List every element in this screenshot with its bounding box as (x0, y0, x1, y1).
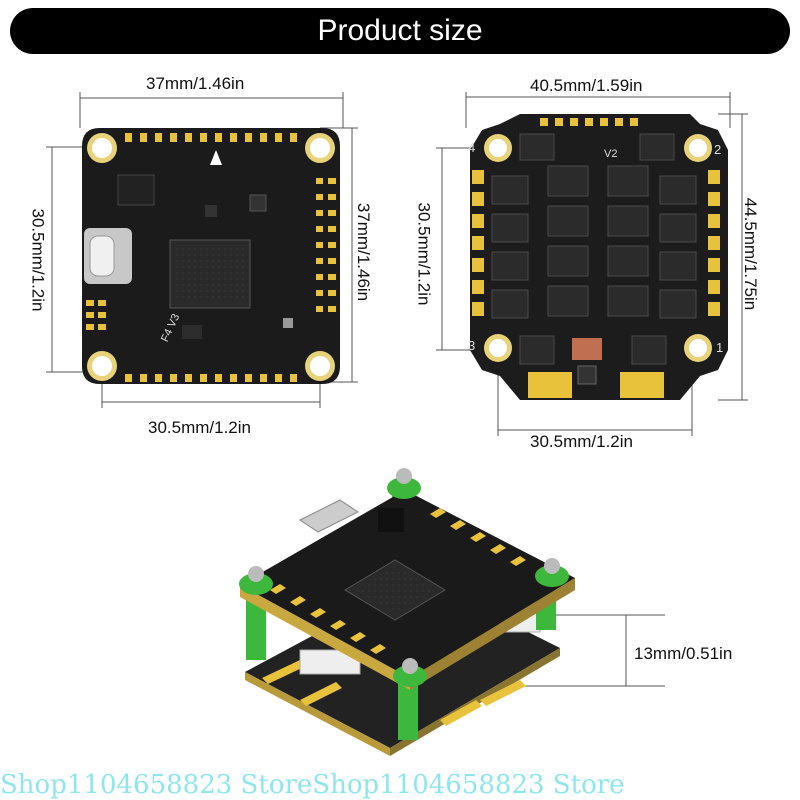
stack-render (239, 468, 665, 756)
esc-corner-number-4: 4 (468, 140, 476, 155)
esc-board (436, 92, 748, 436)
esc-corner-number-3: 3 (468, 338, 476, 353)
esc-silkscreen: V2 (604, 148, 618, 160)
esc-height-label: 44.5mm/1.75in (741, 197, 761, 311)
esc-width-label: 40.5mm/1.59in (530, 76, 643, 95)
fc-board (46, 92, 358, 408)
fc-hole-vertical-label: 30.5mm/1.2in (28, 208, 48, 312)
esc-corner-number-1: 1 (716, 340, 724, 355)
fc-hole-horizontal-label: 30.5mm/1.2in (148, 418, 251, 437)
page-title: Product size (317, 14, 483, 47)
fc-height-label: 37mm/1.46in (354, 202, 374, 302)
standoff-nut (239, 468, 569, 687)
watermark: Shop1104658823 StoreShop1104658823 Store (0, 770, 625, 800)
title-bar: Product size (10, 8, 790, 54)
esc-hole-vertical-label: 30.5mm/1.2in (414, 202, 434, 306)
esc-hole-horizontal-label: 30.5mm/1.2in (530, 432, 633, 451)
esc-corner-number-2: 2 (714, 142, 722, 157)
fc-width-label: 37mm/1.46in (146, 74, 245, 93)
stack-height-label: 13mm/0.51in (634, 644, 733, 663)
